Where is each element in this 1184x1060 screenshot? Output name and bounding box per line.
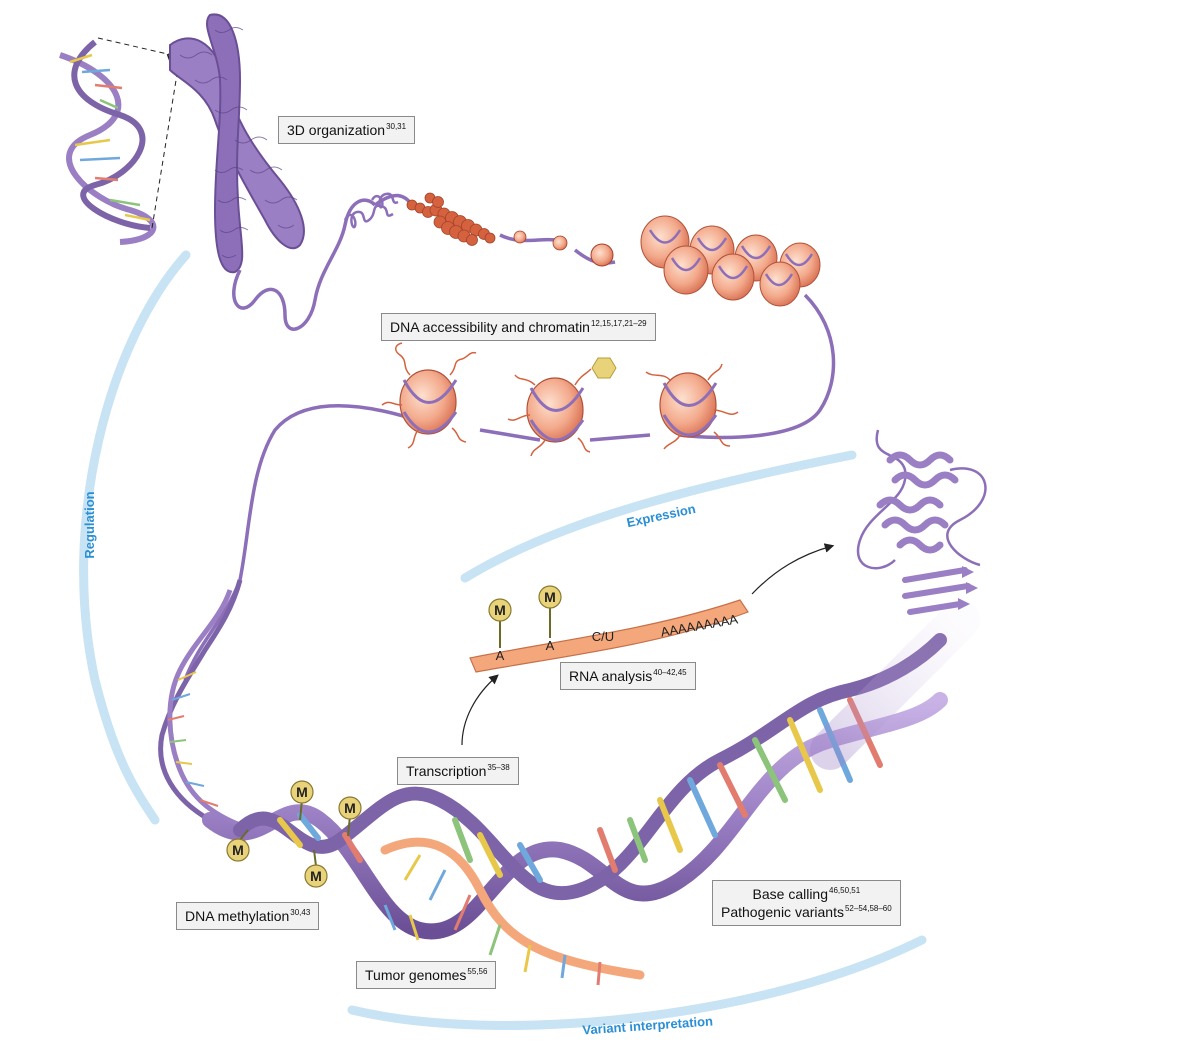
main-dna-helix [202, 600, 980, 940]
nucleosome-3 [645, 363, 739, 450]
tumor-genomes-label: Tumor genomes55,56 [356, 961, 497, 989]
transcription-arrow [461, 674, 499, 746]
methyl-mark-label: M [310, 868, 322, 884]
methylation-text: DNA methylation [185, 908, 290, 924]
pathogenic-text: Pathogenic variants [721, 904, 844, 920]
rna-base-a1: A [496, 648, 505, 663]
nucleosome-1 [381, 342, 477, 449]
transcription-refs: 35–38 [487, 763, 510, 772]
rna-base-a2: A [546, 638, 555, 653]
base-calling-text: Base calling [752, 886, 829, 902]
condensed-fiber [406, 192, 614, 267]
methyl-mark: M [226, 829, 250, 862]
organization-text: 3D organization [287, 122, 386, 138]
regulation-label: Regulation [82, 491, 97, 558]
rna-text: RNA analysis [569, 668, 653, 684]
methyl-mark: M [338, 796, 362, 837]
protein-structure [856, 429, 987, 615]
descending-helix [158, 579, 243, 828]
base-calling-label: Base calling46,50,51 Pathogenic variants… [712, 880, 901, 926]
chromatin-refs: 12,15,17,21–29 [590, 319, 647, 328]
small-dna-helix [59, 39, 157, 245]
transcription-label: Transcription35–38 [397, 757, 519, 785]
pathogenic-refs: 52–54,58–60 [844, 904, 892, 913]
chromosome [169, 13, 305, 274]
rna-methyl-mark: M [494, 602, 506, 618]
methyl-mark-label: M [296, 784, 308, 800]
methyl-mark-label: M [344, 800, 356, 816]
chromatin-label: DNA accessibility and chromatin12,15,17,… [381, 313, 656, 341]
dna-methyl-marks: M M M M [226, 780, 362, 888]
methyl-mark: M [304, 849, 328, 888]
base-calling-refs: 46,50,51 [829, 886, 861, 895]
rna-strand: M M A A C/U AAAAAAAAA [469, 585, 749, 673]
regulation-arc [79, 250, 191, 825]
nucleosome-cluster [640, 215, 821, 307]
rna-refs: 40–42,45 [653, 668, 687, 677]
rna-methyl-mark: M [544, 589, 556, 605]
translation-arrow [751, 543, 835, 595]
methyl-mark: M [290, 780, 314, 821]
transcription-text: Transcription [406, 763, 487, 779]
tumor-strand [380, 837, 645, 986]
tumor-refs: 55,56 [467, 967, 488, 976]
tumor-text: Tumor genomes [365, 967, 467, 983]
rna-analysis-label: RNA analysis40–42,45 [560, 662, 696, 690]
organization-refs: 30,31 [386, 122, 407, 131]
nucleosome-2 [507, 357, 617, 457]
chromatin-coils [343, 192, 399, 229]
chromatin-text: DNA accessibility and chromatin [390, 319, 590, 335]
methylation-refs: 30,43 [290, 908, 311, 917]
organization-label: 3D organization30,31 [278, 116, 416, 144]
rna-base-cu: C/U [592, 629, 614, 644]
methyl-mark-label: M [232, 842, 244, 858]
methylation-label: DNA methylation30,43 [176, 902, 320, 930]
expression-arc [460, 450, 857, 583]
variant-interpretation-arc [347, 935, 927, 1030]
